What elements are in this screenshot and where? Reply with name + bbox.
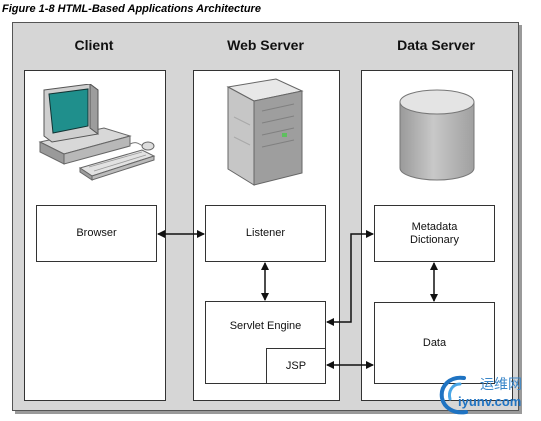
- dictionary-label: Dictionary: [410, 233, 459, 246]
- client-title: Client: [74, 37, 114, 53]
- jsp-label: JSP: [285, 359, 307, 372]
- browser-label: Browser: [76, 227, 117, 239]
- iyunv-logo-icon: [439, 375, 468, 415]
- jsp-box: JSP: [266, 348, 326, 384]
- figure-caption: Figure 1-8 HTML-Based Applications Archi…: [2, 3, 261, 15]
- watermark-url: iyunv.com: [458, 394, 522, 409]
- data-box: Data: [374, 302, 495, 384]
- browser-box: Browser: [36, 205, 157, 262]
- desktop-computer-icon: [38, 84, 156, 181]
- listener-label: Listener: [245, 227, 286, 239]
- listener-box: Listener: [205, 205, 326, 262]
- web-server-title: Web Server: [227, 37, 304, 53]
- servlet-metadata-connector: [326, 230, 374, 326]
- servlet-engine-label: Servlet Engine: [229, 320, 302, 332]
- metadata-dictionary-box: Metadata Dictionary: [374, 205, 495, 262]
- monitor-screen: [48, 88, 89, 134]
- metadata-label: Metadata: [411, 220, 458, 233]
- data-server-title: Data Server: [397, 37, 475, 53]
- watermark-logo-text: 运维网: [480, 376, 522, 392]
- database-cylinder-icon: [399, 89, 475, 181]
- data-label: Data: [422, 336, 447, 349]
- server-tower-icon: [226, 78, 304, 186]
